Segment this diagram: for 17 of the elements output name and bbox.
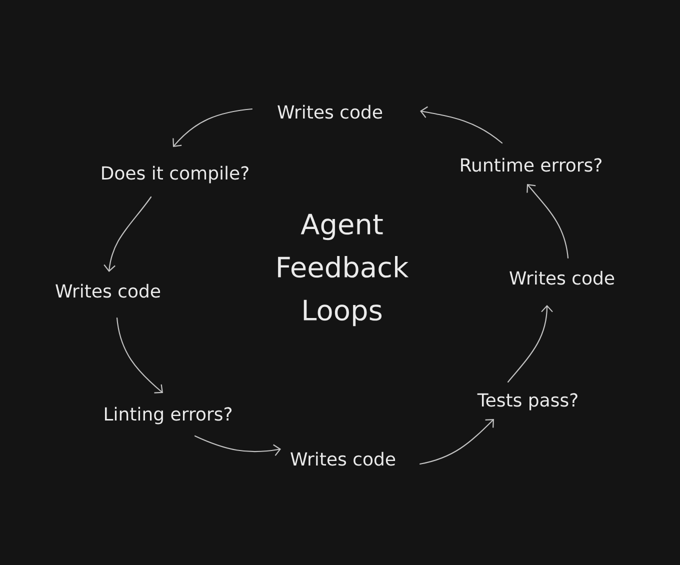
step-label: Writes code (290, 452, 396, 466)
step-label: Runtime errors? (461, 158, 602, 172)
step-label: Linting errors? (105, 406, 232, 424)
step-label: Writes code (278, 104, 382, 119)
arrow (419, 419, 494, 465)
arrow (172, 108, 253, 147)
step-label: Writes code (510, 270, 614, 285)
step-label: Writes code (56, 284, 160, 298)
step-label: Tests pass? (477, 393, 578, 410)
title: Agent Feedback Loops (278, 214, 409, 326)
arrow (104, 196, 152, 272)
arrow (420, 106, 503, 144)
arrow (116, 317, 163, 394)
arrow (507, 305, 553, 383)
arrow (526, 184, 569, 259)
step-label: Does it compile? (102, 166, 248, 184)
arrow (194, 435, 281, 456)
